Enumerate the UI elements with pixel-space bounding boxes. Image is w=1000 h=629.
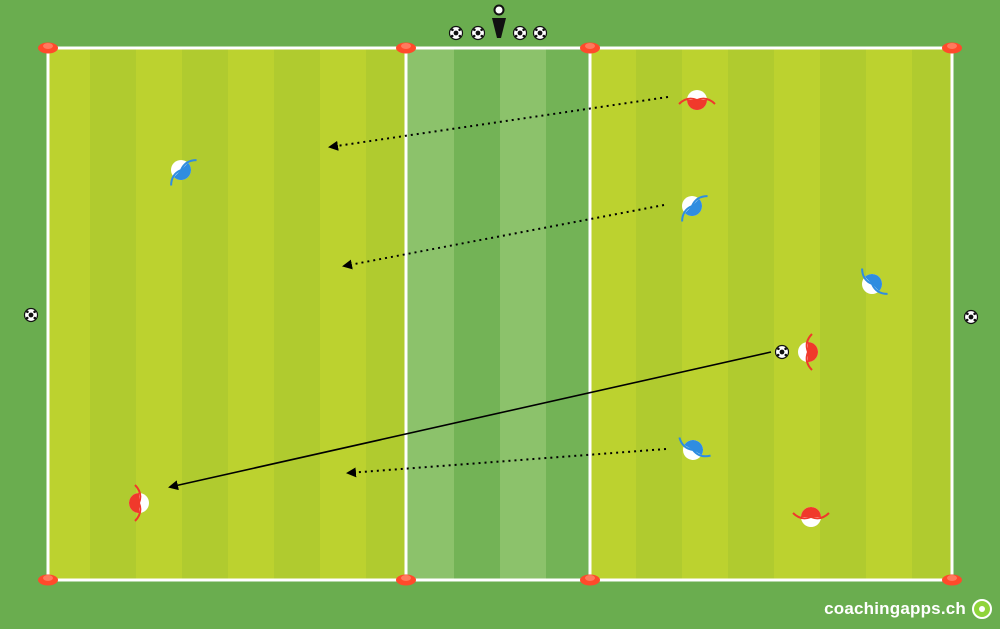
cone-icon <box>396 42 416 54</box>
player-icon <box>861 268 888 295</box>
coach-icon <box>492 4 506 38</box>
ball-icon <box>774 344 790 360</box>
player-icon <box>678 90 716 110</box>
cone-icon <box>580 574 600 586</box>
run-arrows <box>328 96 669 478</box>
cone-icon <box>942 574 962 586</box>
player-icon <box>681 195 708 222</box>
ball-icon <box>448 25 464 41</box>
coach-station <box>448 4 548 41</box>
cone-icon <box>38 574 58 586</box>
pass-arrow <box>168 351 772 491</box>
players <box>129 90 888 527</box>
run-arrow <box>346 448 667 478</box>
player-icon <box>678 437 711 460</box>
cone-icon <box>396 574 416 586</box>
ball-icon <box>532 25 548 41</box>
brand-ball-icon <box>972 599 992 619</box>
player-icon <box>798 333 818 371</box>
ball-icon <box>963 309 979 325</box>
cone-icon <box>38 42 58 54</box>
ball-icon <box>470 25 486 41</box>
player-icon <box>170 159 197 186</box>
ball-icon <box>512 25 528 41</box>
cone-icon <box>942 42 962 54</box>
brand-text: coachingapps.ch <box>824 599 966 618</box>
middle-zone <box>406 48 590 580</box>
left-zone <box>48 48 406 580</box>
ball-icon <box>23 307 39 323</box>
cones <box>38 42 962 586</box>
cone-icon <box>580 42 600 54</box>
player-icon <box>129 484 149 522</box>
brand-logo[interactable]: coachingapps.ch <box>824 599 992 619</box>
player-icon <box>792 507 830 527</box>
right-zone <box>590 48 952 580</box>
run-arrow <box>342 204 665 270</box>
